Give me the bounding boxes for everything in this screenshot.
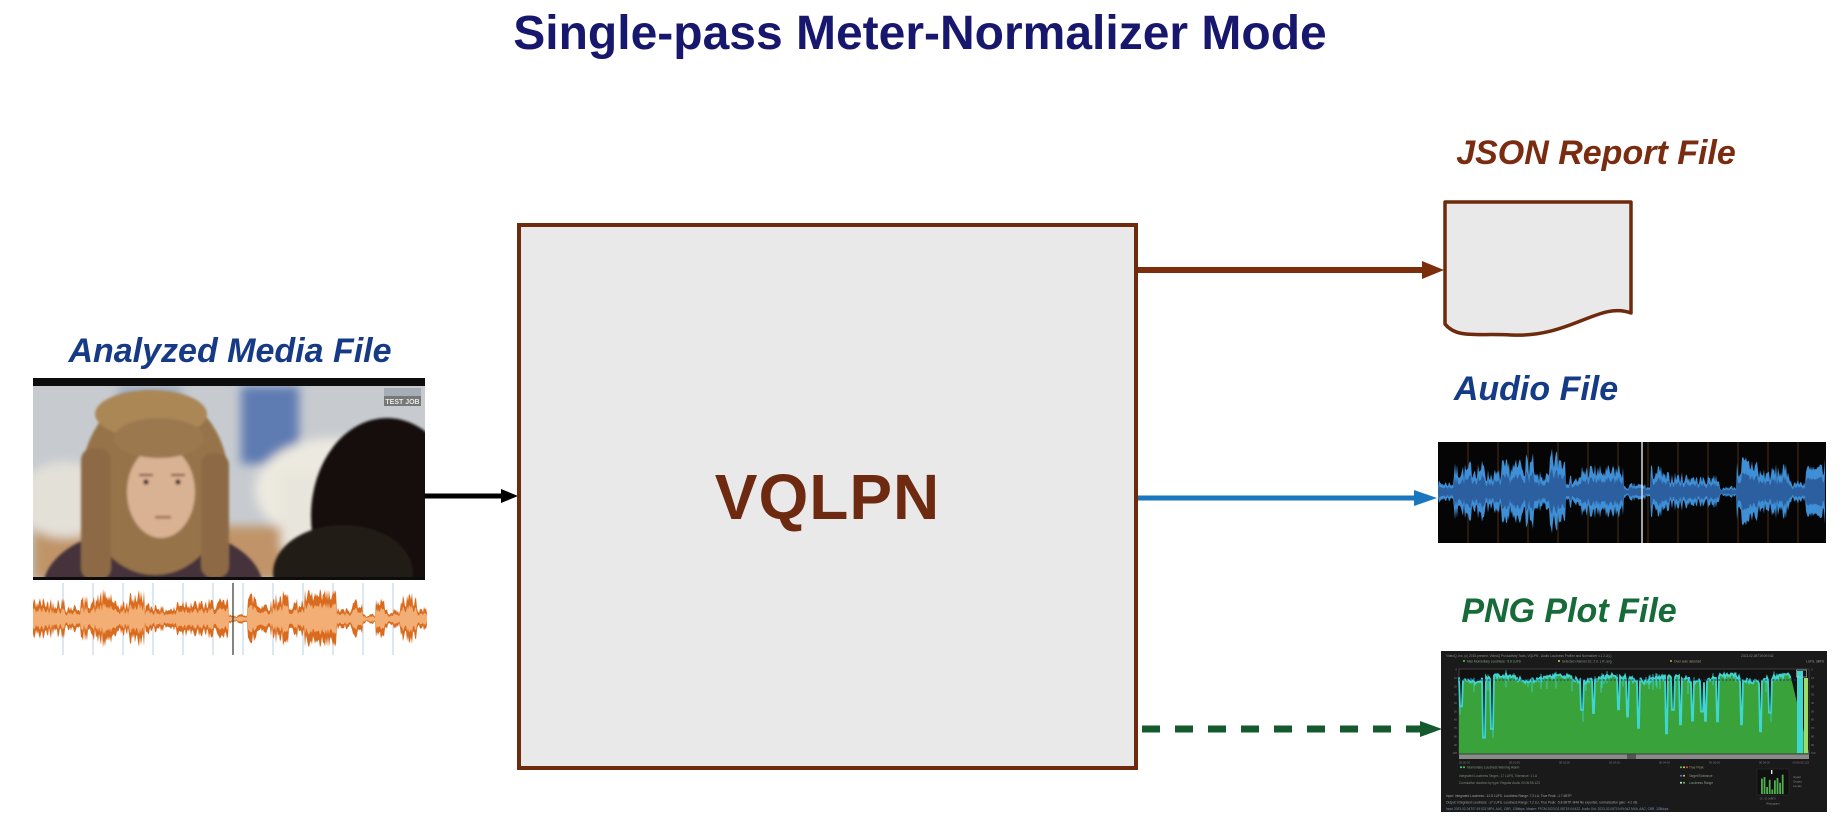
plot-legend-target: Target/Tolerance — [1689, 774, 1713, 778]
svg-text:100: 100 — [1811, 751, 1816, 755]
svg-text:60: 60 — [1811, 718, 1815, 722]
plot-header-timestamp: 2023-02-08T19:09:04Z — [1741, 654, 1774, 658]
svg-text:20: 20 — [1811, 684, 1815, 688]
arrow-media-to-vqlpn — [425, 489, 518, 503]
svg-text:90: 90 — [1454, 743, 1458, 747]
plot-units: LUFS, dBFS — [1806, 659, 1824, 663]
output-level-bar2 — [1804, 678, 1808, 753]
svg-text:90: 90 — [1811, 743, 1815, 747]
svg-text:30: 30 — [1811, 693, 1815, 697]
png-plot-label: PNG Plot File — [1461, 592, 1677, 630]
media-thumbnail-image: TEST JOB — [33, 378, 425, 580]
audio-file-label: Audio File — [1453, 370, 1619, 408]
svg-text:00:06:00: 00:06:00 — [1759, 761, 1770, 765]
y-axis-ticks-right: 0 10 20 30 40 50 60 70 80 90 100 — [1811, 668, 1816, 756]
output-level-bar — [1797, 671, 1803, 753]
watermark: TEST JOB — [384, 388, 421, 406]
histogram-label: Histogram — [1766, 802, 1780, 806]
input-waveform-image — [33, 583, 428, 655]
plot-footer-3: Input 2023-02-04T07:19:02Z MP4, AAC, CBR… — [1446, 807, 1669, 811]
input-media-label: Analyzed Media File — [68, 332, 392, 370]
svg-text:0: 0 — [1455, 668, 1457, 672]
json-report-label: JSON Report File — [1456, 134, 1736, 172]
plot-subheader-mid: Selected channel 1/1: 2.0, L R, avg — [1562, 659, 1612, 663]
document-icon — [1443, 200, 1633, 337]
plot-info1: Integrated Loudness Target: -17 LUFS, To… — [1459, 774, 1538, 778]
svg-text:0: 0 — [1811, 668, 1813, 672]
histogram-bars — [1761, 770, 1784, 794]
svg-text:00:00:00: 00:00:00 — [1459, 761, 1470, 765]
plot-info2: Cumulative duration by type: Regular Aud… — [1459, 781, 1540, 785]
plot-subheader-left: Max Momentary Loudness: -5.8 LUFS — [1467, 659, 1521, 663]
svg-text:70: 70 — [1811, 726, 1815, 730]
arrow-vqlpn-to-audio — [1138, 490, 1437, 506]
svg-text:80: 80 — [1811, 734, 1815, 738]
histogram-ticks: -20 -10 0dBFS — [1759, 797, 1776, 801]
svg-text:00:04:00: 00:04:00 — [1659, 761, 1670, 765]
plot-header: VideoQ, Inc. (c) 2015-present, VideoQ Pr… — [1446, 654, 1611, 658]
man-figure — [273, 418, 425, 577]
watermark-text: TEST JOB — [385, 399, 419, 406]
loudness-area — [1459, 673, 1809, 754]
page-title: Single-pass Meter-Normalizer Mode — [513, 7, 1327, 60]
plot-legend-left: Momentary Loudness Warning Alarm — [1467, 766, 1520, 770]
svg-text:70: 70 — [1454, 726, 1458, 730]
audio-waveform-image — [1438, 442, 1826, 543]
levels-label-2: Output — [1793, 780, 1802, 784]
vqlpn-label: VQLPN — [714, 460, 941, 533]
svg-text:00:05:00: 00:05:00 — [1709, 761, 1720, 765]
plot-footer-1: Input: Integrated Loudness: -12.8 LUFS, … — [1446, 794, 1572, 798]
svg-text:00:02:00: 00:02:00 — [1559, 761, 1570, 765]
y-axis-ticks-left: 0 10 20 30 40 50 60 70 80 90 100 — [1452, 668, 1457, 756]
plot-legend-truepeak: True Peak — [1689, 766, 1704, 770]
plot-footer-2: Output: Integrated Loudness: -17 LUFS, L… — [1446, 801, 1638, 805]
arrow-vqlpn-to-plot — [1142, 721, 1442, 737]
svg-text:40: 40 — [1811, 701, 1815, 705]
vqlpn-processor-box: VQLPN — [517, 223, 1138, 770]
svg-text:100: 100 — [1452, 751, 1457, 755]
svg-text:00:03:00: 00:03:00 — [1609, 761, 1620, 765]
zoom-widget — [1796, 669, 1807, 678]
svg-text:50: 50 — [1454, 709, 1458, 713]
plot-subheader-flag: Over auto detected — [1674, 659, 1701, 663]
svg-text:40: 40 — [1454, 701, 1458, 705]
loudness-plot-image: VideoQ, Inc. (c) 2015-present, VideoQ Pr… — [1441, 651, 1827, 812]
svg-text:10: 10 — [1811, 676, 1815, 680]
svg-text:30: 30 — [1454, 693, 1458, 697]
woman-figure — [44, 390, 262, 577]
svg-text:80: 80 — [1454, 734, 1458, 738]
svg-text:60: 60 — [1454, 718, 1458, 722]
svg-text:20: 20 — [1454, 684, 1458, 688]
levels-label-3: Levels — [1793, 784, 1802, 788]
svg-text:50: 50 — [1811, 709, 1815, 713]
arrow-vqlpn-to-json — [1138, 261, 1444, 279]
x-axis-ticks: 00:00:00 00:01:00 00:02:00 00:03:00 00:04:00… — [1459, 761, 1809, 765]
levels-label-1: Upper — [1793, 775, 1801, 779]
svg-text:00:01:00: 00:01:00 — [1509, 761, 1520, 765]
svg-text:00:06:55.123: 00:06:55.123 — [1793, 761, 1810, 765]
svg-text:10: 10 — [1454, 676, 1458, 680]
plot-legend-range: Loudness Range — [1689, 781, 1713, 785]
